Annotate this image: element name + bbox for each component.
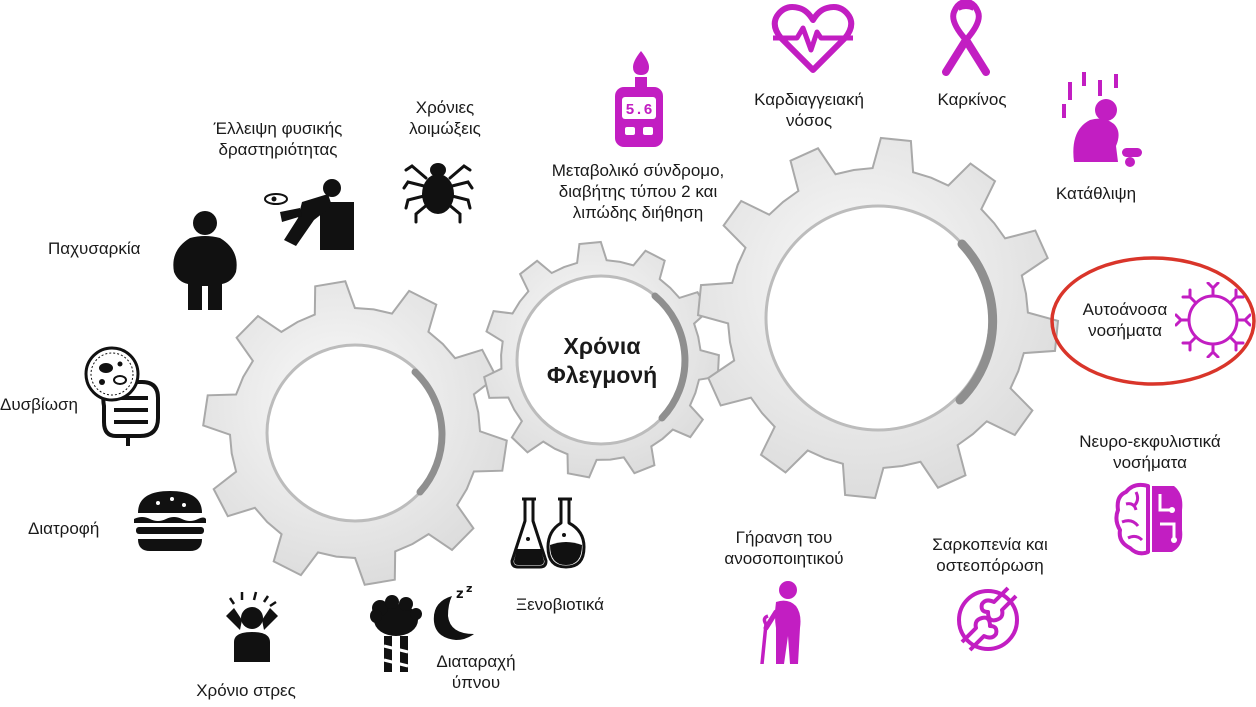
physical-inactivity-line1: Έλλειψη φυσικής	[213, 119, 343, 138]
svg-text:z: z	[456, 587, 464, 602]
center-title-line2: Φλεγμονή	[546, 362, 658, 388]
neurodegenerative-label: Νευρο-εκφυλιστικά νοσήματα	[1060, 431, 1240, 473]
heart-pulse-icon	[771, 4, 855, 73]
stress-label: Χρόνιο στρες	[196, 681, 296, 700]
diet-label: Διατροφή	[28, 519, 100, 538]
sarcopenia-line2: οστεοπόρωση	[936, 556, 1044, 575]
immunosenescence-line1: Γήρανση του	[735, 528, 833, 547]
center-title-line1: Χρόνια	[563, 333, 641, 359]
metabolic-line1: Μεταβολικό σύνδρομο,	[551, 161, 725, 180]
right-gear	[696, 136, 1060, 500]
flasks-icon	[510, 497, 586, 569]
left-gear	[202, 280, 508, 586]
brain-icon	[1114, 482, 1183, 556]
center-title: Χρόνια Φλεγμονή	[541, 332, 663, 390]
glucometer-icon: 5.6	[615, 51, 663, 147]
chronic-infections-label: Χρόνιες λοιμώξεις	[390, 97, 500, 139]
center-gear	[483, 240, 720, 479]
depression-label: Κατάθλιψη	[1055, 184, 1137, 203]
metabolic-line2: διαβήτης τύπου 2 και	[558, 182, 718, 201]
ribbon-icon	[942, 0, 990, 76]
sleep-line2: ύπνου	[451, 673, 501, 692]
svg-text:z: z	[466, 582, 472, 595]
physical-inactivity-label: Έλλειψη φυσικής δραστηριότητας	[178, 118, 378, 160]
cancer-label: Καρκίνος	[937, 90, 1007, 109]
chronic-infections-line1: Χρόνιες	[415, 98, 475, 117]
autoimmune-label: Αυτοάνοσα νοσήματα	[1070, 299, 1180, 341]
depressed-person-icon	[1062, 72, 1142, 167]
metabolic-line3: λιπώδης διήθηση	[572, 203, 704, 222]
metabolic-label: Μεταβολικό σύνδρομο, διαβήτης τύπου 2 κα…	[518, 160, 758, 223]
glucometer-reading: 5.6	[625, 102, 652, 119]
sleep-line1: Διαταραχή	[436, 652, 516, 671]
neurodegenerative-line1: Νευρο-εκφυλιστικά	[1079, 432, 1221, 451]
sarcopenia-label: Σαρκοπενία και οστεοπόρωση	[915, 534, 1065, 576]
cardiovascular-line2: νόσος	[785, 111, 833, 130]
cardiovascular-line1: Καρδιαγγειακή	[754, 90, 864, 109]
sarcopenia-line1: Σαρκοπενία και	[932, 535, 1048, 554]
sheep-moon-icon: z z	[370, 582, 474, 672]
neurodegenerative-line2: νοσήματα	[1113, 453, 1187, 472]
tick-icon	[402, 163, 474, 224]
autoimmune-line1: Αυτοάνοσα	[1082, 300, 1168, 319]
autoimmune-line2: νοσήματα	[1088, 321, 1162, 340]
autoimmune-highlight	[1050, 256, 1256, 386]
xenobiotics-label: Ξενοβιοτικά	[516, 595, 604, 614]
immunosenescence-label: Γήρανση του ανοσοποιητικού	[704, 527, 864, 569]
antibody-ring-icon	[1175, 282, 1251, 358]
chronic-infections-line2: λοιμώξεις	[409, 119, 481, 138]
cardiovascular-label: Καρδιαγγειακή νόσος	[736, 89, 882, 131]
physical-inactivity-line2: δραστηριότητας	[218, 140, 338, 159]
immunosenescence-line2: ανοσοποιητικού	[724, 549, 844, 568]
obese-person-icon	[173, 211, 237, 310]
bone-joint-icon	[957, 586, 1019, 652]
inactive-person-icon	[264, 179, 354, 250]
elderly-person-icon	[760, 581, 801, 664]
stressed-person-icon	[226, 591, 278, 662]
obesity-label: Παχυσαρκία	[48, 239, 141, 258]
burger-icon	[134, 491, 206, 551]
sleep-label: Διαταραχή ύπνου	[424, 651, 528, 693]
dysbiosis-label: Δυσβίωση	[0, 395, 78, 414]
gut-microbes-icon	[84, 346, 160, 446]
